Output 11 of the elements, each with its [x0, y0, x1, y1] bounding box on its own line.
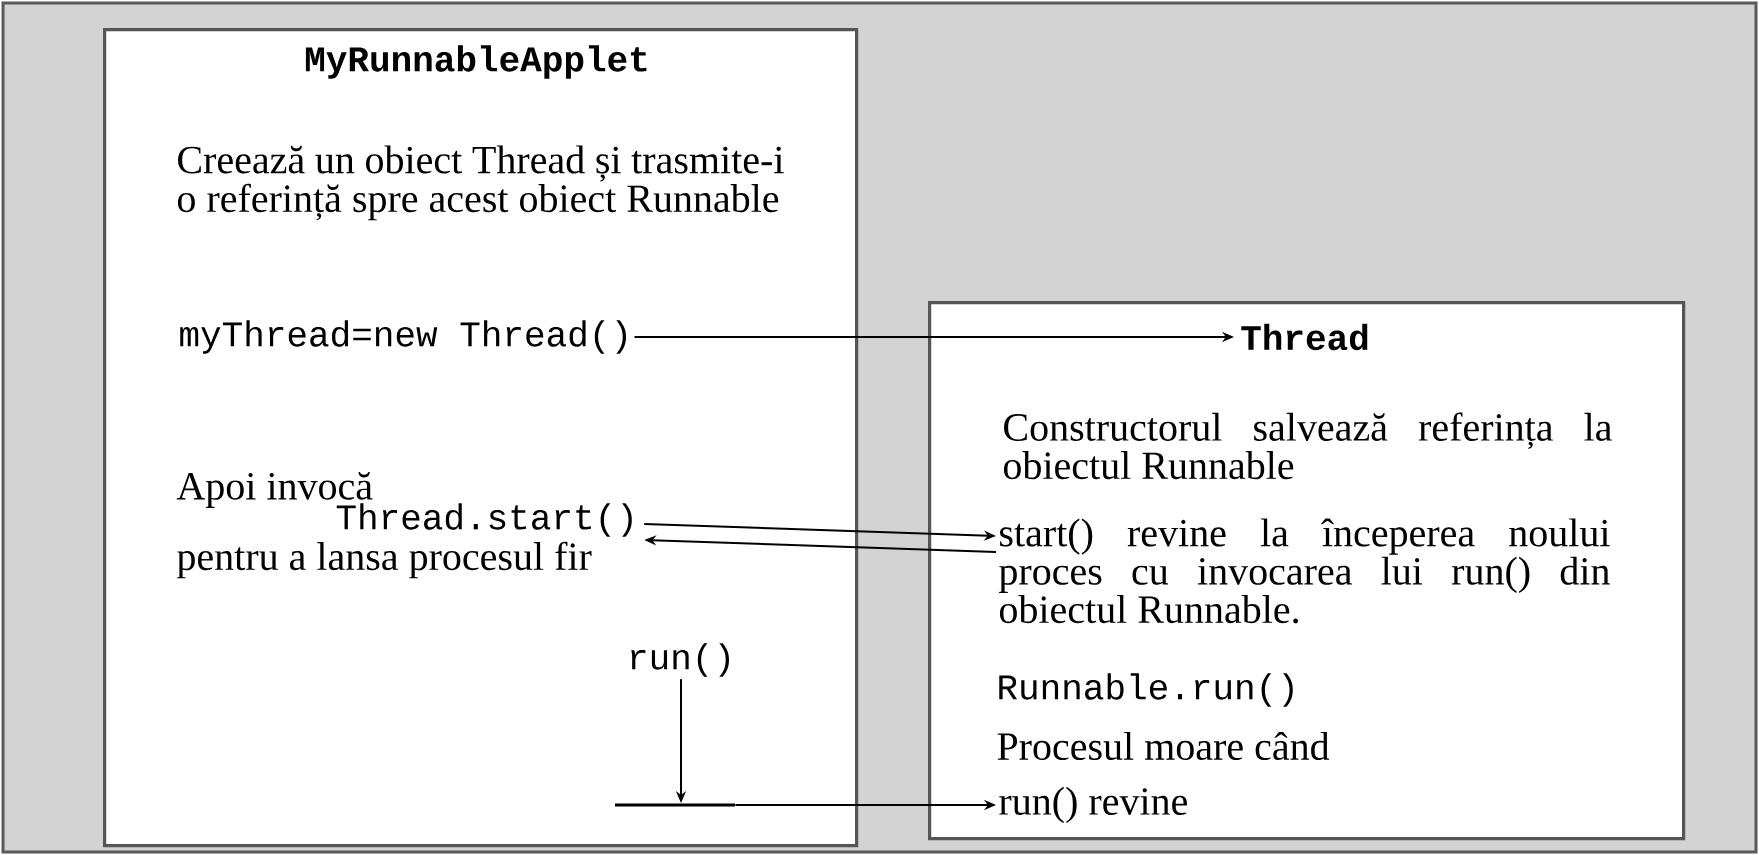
- code-text: myThread=new Thread(): [180, 320, 626, 354]
- description: Constructorul salvează referința la obiectul Runnable: [1003, 412, 1612, 480]
- description: run() revine: [999, 786, 1187, 824]
- description: start() revine la începerea noului proces cu invocarea lui run() din obiectul Runnable.: [999, 518, 1610, 624]
- class-name: MyRunnableApplet: [305, 45, 647, 79]
- description: Creează un obiect Thread și trasmite-i o referință spre acest obiect Runnable: [177, 145, 784, 221]
- description: pentru a lansa procesul fir: [177, 541, 592, 579]
- method-call: run(): [631, 643, 729, 677]
- description: Procesul moare când: [997, 731, 1330, 761]
- method-call: Runnable.run(): [999, 673, 1293, 707]
- class-name: Thread: [1241, 323, 1368, 351]
